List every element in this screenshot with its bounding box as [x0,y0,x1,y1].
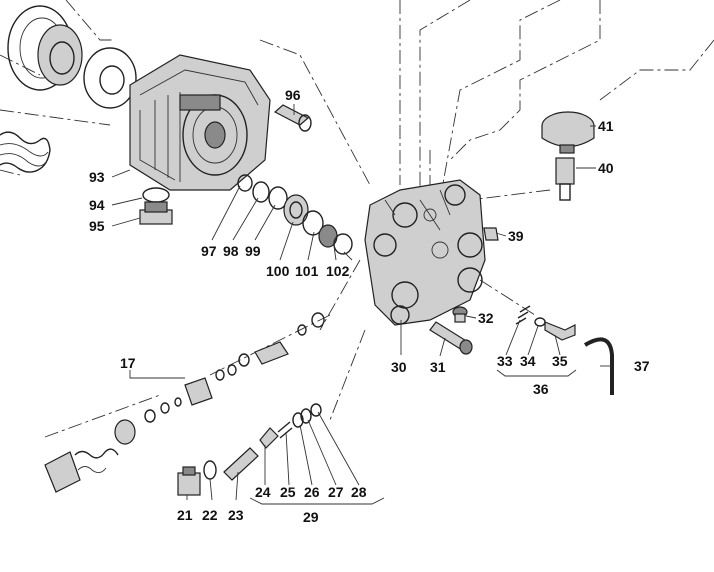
label-33: 33 [497,353,513,369]
bolt-96 [273,104,312,132]
lever-37 [583,337,614,395]
label-30: 30 [391,359,407,375]
label-100: 100 [266,263,290,279]
label-37: 37 [634,358,650,374]
label-41: 41 [598,118,614,134]
bolt-31 [429,321,473,355]
gauge-adapter [555,157,575,201]
plug-21 [177,466,201,496]
valve-assembly-29 [259,403,322,449]
oring-22 [203,460,217,480]
label-97: 97 [201,243,217,259]
crankcase-housing [129,54,271,191]
label-95: 95 [89,218,105,234]
label-98: 98 [223,243,239,259]
label-34: 34 [520,353,536,369]
pin-23 [223,447,259,481]
label-36: 36 [533,381,549,397]
plug-39 [483,227,499,241]
plug-95 [139,201,173,225]
spring-coils [0,131,51,173]
unloader-valve [515,305,576,341]
label-94: 94 [89,197,105,213]
label-23: 23 [228,507,244,523]
label-93: 93 [89,169,105,185]
label-39: 39 [508,228,524,244]
label-40: 40 [598,160,614,176]
label-31: 31 [430,359,446,375]
label-102: 102 [326,263,350,279]
label-25: 25 [280,484,296,500]
label-99: 99 [245,243,261,259]
label-24: 24 [255,484,271,500]
label-26: 26 [304,484,320,500]
label-32: 32 [478,310,494,326]
bearing-assembly [7,5,137,109]
seal-stack [237,174,353,255]
label-101: 101 [295,263,319,279]
plug-32 [452,306,468,323]
label-35: 35 [552,353,568,369]
pressure-gauge [541,111,595,154]
label-22: 22 [202,507,218,523]
assembly-guide-lines [0,0,714,438]
pump-manifold [364,179,486,326]
label-17: 17 [120,355,136,371]
label-28: 28 [351,484,367,500]
valve-assembly-17 [44,312,325,493]
label-29: 29 [303,509,319,525]
leader-lines [111,104,612,505]
oring-94 [142,187,170,203]
label-21: 21 [177,507,193,523]
label-27: 27 [328,484,344,500]
part-labels: 96 41 40 93 94 95 97 98 99 100 101 102 3… [89,87,650,525]
label-96: 96 [285,87,301,103]
